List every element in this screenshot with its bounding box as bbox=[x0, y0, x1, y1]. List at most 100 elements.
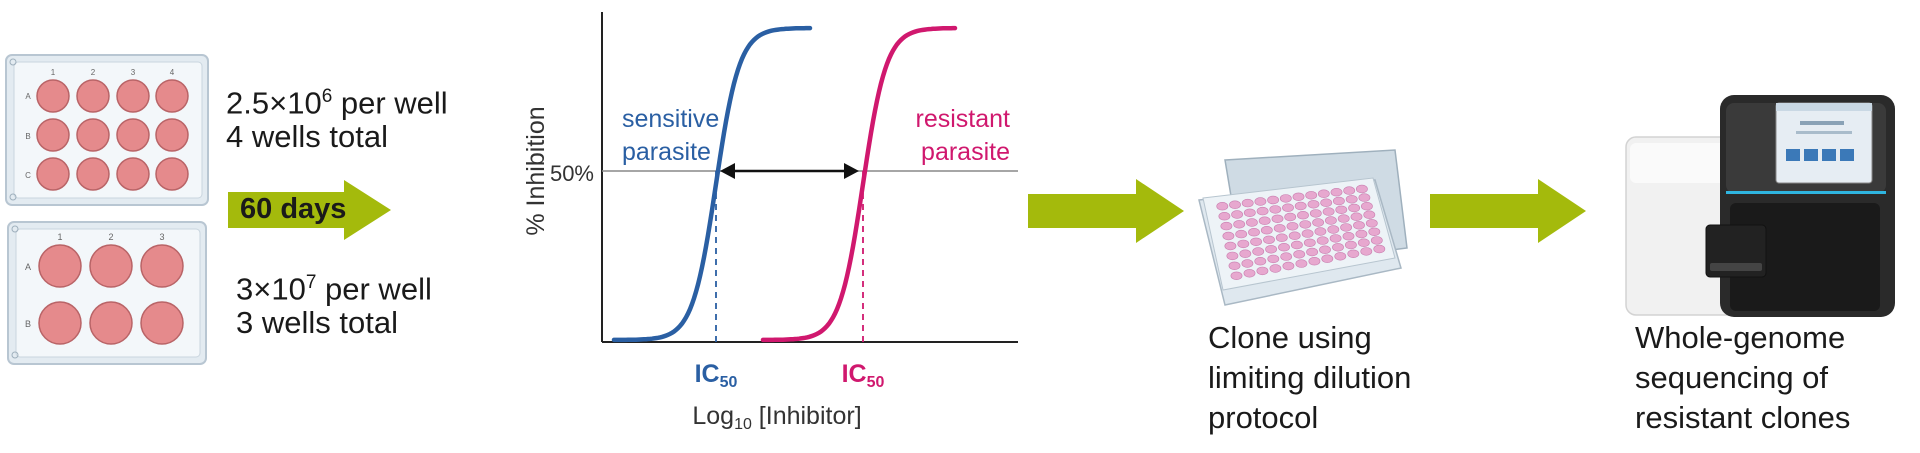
well bbox=[1273, 224, 1286, 233]
well bbox=[1269, 264, 1282, 273]
well bbox=[1358, 193, 1371, 202]
well bbox=[116, 118, 150, 152]
well bbox=[1250, 237, 1262, 247]
well bbox=[1216, 201, 1229, 211]
plate-col-label: 3 bbox=[131, 68, 136, 77]
well bbox=[1342, 231, 1355, 241]
resistant-label-line2: parasite bbox=[921, 138, 1010, 166]
duration-arrow bbox=[228, 180, 391, 240]
well bbox=[1291, 240, 1303, 250]
well bbox=[1246, 218, 1258, 227]
well bbox=[140, 301, 184, 345]
well bbox=[36, 118, 70, 152]
sensitive-curve bbox=[611, 25, 813, 343]
well bbox=[89, 244, 133, 288]
well bbox=[38, 244, 82, 288]
well bbox=[1330, 187, 1343, 197]
well bbox=[1363, 210, 1376, 219]
well-plate-6: 1 2 3 A B bbox=[7, 221, 207, 365]
well bbox=[1243, 208, 1256, 218]
flow-arrow-shape bbox=[1028, 179, 1184, 243]
well bbox=[76, 79, 110, 113]
well bbox=[1235, 229, 1248, 239]
well-plate-12: 1 2 3 4 A B C bbox=[5, 54, 209, 206]
well bbox=[1301, 229, 1314, 238]
well bbox=[1260, 225, 1273, 235]
well bbox=[76, 118, 110, 152]
well bbox=[1254, 197, 1267, 206]
plate-col-label: 2 bbox=[91, 68, 96, 77]
well bbox=[116, 79, 150, 113]
well bbox=[1295, 259, 1308, 268]
well bbox=[1220, 221, 1233, 231]
well bbox=[1337, 214, 1350, 223]
well bbox=[1316, 236, 1329, 245]
bottom-plate-density: 3×107 per well bbox=[236, 271, 432, 307]
well bbox=[1368, 227, 1381, 237]
flow-arrow-shape bbox=[1430, 179, 1586, 243]
well bbox=[1347, 249, 1360, 259]
well bbox=[1345, 195, 1358, 204]
well bbox=[1297, 210, 1309, 220]
well bbox=[1365, 219, 1378, 228]
well bbox=[1321, 254, 1334, 263]
well bbox=[1256, 206, 1269, 216]
well bbox=[1294, 201, 1307, 211]
well bbox=[1350, 212, 1363, 221]
well bbox=[1322, 207, 1335, 216]
well bbox=[1355, 184, 1368, 194]
well bbox=[1279, 194, 1292, 203]
well bbox=[155, 157, 189, 191]
well bbox=[1248, 227, 1260, 237]
well bbox=[155, 118, 189, 152]
well bbox=[1282, 203, 1294, 212]
x-axis-label: Log10 [Inhibitor] bbox=[692, 402, 861, 433]
sensitive-ic50-label: IC50 bbox=[695, 360, 738, 391]
well bbox=[1317, 189, 1330, 198]
well bbox=[1218, 211, 1231, 221]
well bbox=[1241, 198, 1254, 208]
well bbox=[1286, 222, 1299, 231]
well bbox=[1292, 192, 1305, 201]
chart-axes bbox=[601, 12, 1018, 343]
well bbox=[1254, 256, 1267, 266]
well bbox=[38, 301, 82, 345]
well bbox=[1307, 200, 1320, 209]
duration-label: 60 days bbox=[240, 193, 347, 225]
well bbox=[1357, 238, 1370, 247]
well bbox=[1224, 241, 1237, 251]
well bbox=[1332, 243, 1344, 252]
well bbox=[1228, 261, 1241, 271]
well bbox=[1329, 234, 1342, 243]
well bbox=[1267, 254, 1280, 264]
well bbox=[1340, 223, 1352, 232]
well bbox=[1269, 205, 1282, 214]
sensitive-label-line1: sensitive bbox=[622, 105, 719, 133]
well bbox=[1343, 186, 1356, 195]
well bbox=[1353, 221, 1365, 230]
resistant-ic50-label: IC50 bbox=[842, 360, 885, 391]
plate-col-label: 3 bbox=[159, 232, 164, 242]
resistant-curve bbox=[760, 25, 958, 343]
well bbox=[1237, 239, 1250, 249]
well bbox=[1252, 247, 1265, 256]
plate-row-label: B bbox=[25, 132, 30, 141]
plates-illustration: 1 2 3 4 A B C 1 2 3 A B bbox=[5, 54, 209, 365]
well bbox=[1258, 216, 1271, 225]
well bbox=[1241, 259, 1254, 268]
well bbox=[76, 157, 110, 191]
well bbox=[1314, 227, 1327, 236]
well bbox=[1348, 203, 1360, 213]
resistant-label-line1: resistant bbox=[916, 105, 1011, 133]
well bbox=[1344, 240, 1357, 250]
well bbox=[1312, 218, 1324, 227]
well bbox=[140, 244, 184, 288]
sensitive-label-line2: parasite bbox=[622, 138, 711, 166]
plate-row-label: B bbox=[25, 319, 31, 329]
plate-col-label: 4 bbox=[170, 68, 175, 77]
well bbox=[1335, 205, 1348, 215]
well bbox=[1332, 196, 1345, 206]
well bbox=[1230, 271, 1243, 281]
well bbox=[1239, 249, 1252, 258]
plate-row-label: A bbox=[25, 262, 31, 272]
